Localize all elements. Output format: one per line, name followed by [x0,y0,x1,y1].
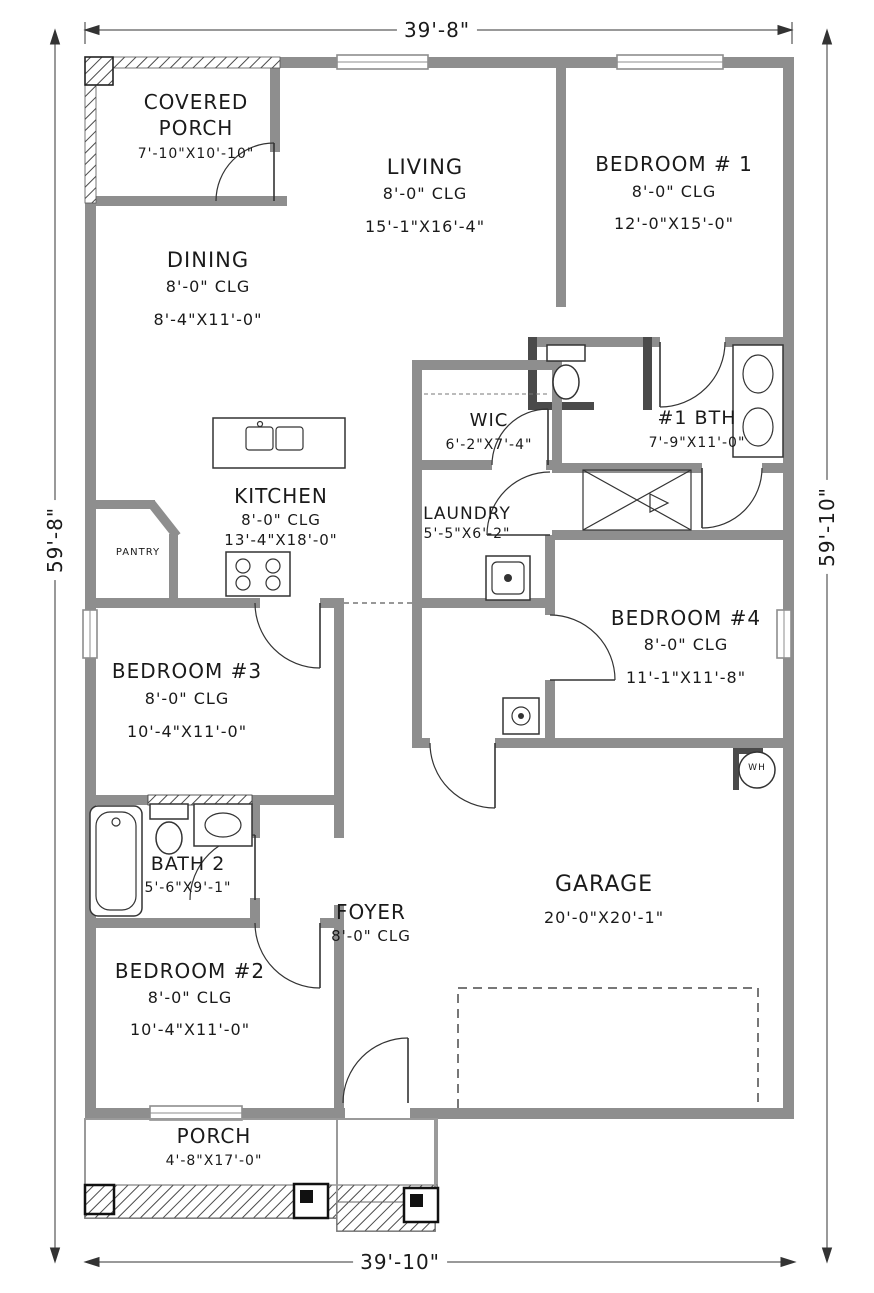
double-vanity-icon [732,344,784,458]
door-arc-garage [429,742,496,809]
doors [189,142,763,1104]
window-icon [336,54,429,70]
door-arc-laundry [486,471,551,536]
door-arc-bedroom-1 [659,341,726,408]
kitchen-island-sink-icon [212,417,346,469]
porch-column-icon [402,1186,440,1224]
dimension-lines [49,22,833,1268]
fixtures [89,344,784,917]
hatched-porch-areas [84,56,281,806]
hall-appliance-icon [502,697,540,735]
porch-column-icon [292,1182,330,1220]
door-arc-porch [215,142,275,202]
door-arc-wic [491,408,549,466]
toilet-icon [546,344,586,400]
door-arc-bedroom-3 [254,602,321,669]
toilet-icon [149,803,189,855]
dimension-bottom: 39'-10" [353,1250,447,1274]
window-icon [776,609,792,659]
door-arc-bath-1 [701,467,763,529]
vanity-sink-icon [193,803,253,847]
dimension-left: 59'-8" [43,499,67,581]
exterior-walls [85,57,794,1119]
window-icon [82,609,98,659]
door-arc-bedroom-2 [254,922,321,989]
door-arc-front-entry [342,1037,409,1104]
porch-column-icon [83,1183,116,1216]
windows [82,54,792,1121]
garage-door-dashed [457,987,759,1108]
dimension-top: 39'-8" [396,18,478,42]
water-heater-icon [738,751,776,789]
bathtub-icon [89,805,143,917]
interior-walls [85,57,794,1108]
dashed-openings [302,393,759,1108]
window-icon [616,54,724,70]
linen-closet-icon [582,469,692,531]
dimension-right: 59'-10" [815,480,839,574]
laundry-sink-icon [485,555,531,601]
window-icon [149,1105,243,1121]
door-arc-bedroom-4 [549,614,616,681]
front-porch-slab [83,1118,440,1232]
stove-icon [225,551,291,597]
